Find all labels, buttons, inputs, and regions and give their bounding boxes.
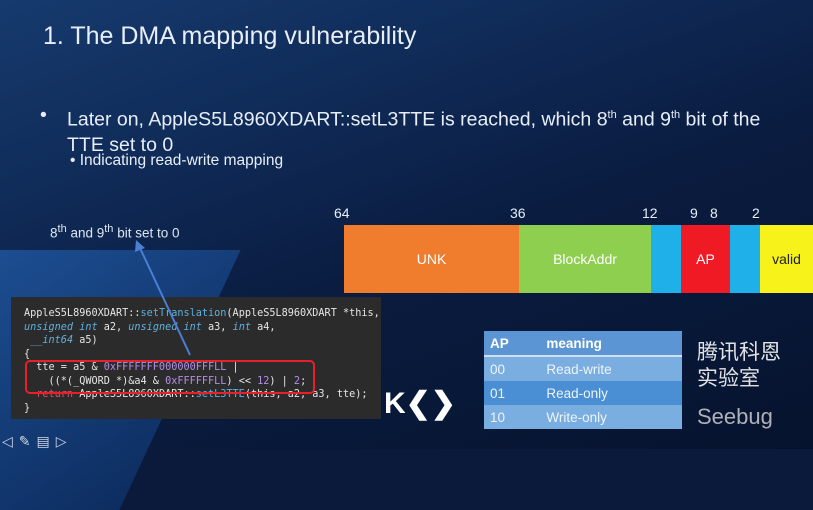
bullet-text: Later on, AppleS5L8960XDART::setL3TTE is… (67, 108, 608, 131)
bit-label: 36 (510, 205, 526, 221)
keen-logo: K❮❯ (384, 387, 456, 420)
annotation-label: 8th and 9th bit set to 0 (50, 223, 179, 241)
segment-valid: valid (760, 225, 813, 293)
next-icon[interactable]: ▷ (55, 433, 67, 449)
watermark: 腾讯科恩实验室 (697, 341, 781, 390)
pen-icon[interactable]: ✎ (18, 433, 31, 449)
sup: th (104, 223, 114, 235)
col-header: meaning (540, 331, 682, 357)
bit-label: 12 (642, 205, 658, 221)
code-snippet: AppleS5L8960XDART::setTranslation(AppleS… (11, 297, 381, 419)
cell: 01 (484, 381, 541, 405)
bit-label: 8 (710, 205, 718, 221)
pointer-arrow (135, 240, 191, 356)
bit-label: 2 (752, 205, 760, 221)
sup: th (57, 223, 67, 235)
sub-bullet-text: Indicating read-write mapping (79, 152, 284, 169)
highlight-box (25, 360, 315, 394)
t: and 9 (66, 225, 105, 241)
slide-title: 1. The DMA mapping vulnerability (43, 22, 417, 50)
bit-label: 64 (334, 205, 350, 221)
cell: Write-only (540, 405, 682, 429)
bullet-text: and 9 (616, 108, 671, 131)
bit-label: 9 (690, 205, 698, 221)
cell: Read-write (540, 356, 682, 381)
prev-icon[interactable]: ◁ (2, 433, 13, 449)
watermark-seebug: Seebug (697, 404, 773, 429)
slide-nav: ◁ ✎ ▤ ▷ (2, 433, 67, 450)
t: 8 (50, 225, 58, 241)
cell: 00 (484, 356, 541, 381)
t: bit set to 0 (113, 225, 180, 241)
notes-icon[interactable]: ▤ (36, 433, 50, 449)
segment-blockaddr: BlockAddr (519, 225, 651, 293)
segment-unk: UNK (344, 225, 519, 293)
segment-blank (730, 225, 760, 293)
segment-blank (651, 225, 681, 293)
bullet-text: bit of the TTE set to 0 (67, 108, 761, 156)
segment-ap: AP (681, 225, 730, 293)
sup: th (670, 109, 681, 121)
sub-bullet: • Indicating read-write mapping (70, 152, 284, 169)
cell: 10 (484, 405, 541, 429)
cell: Read-only (540, 381, 682, 405)
col-header: AP (484, 331, 541, 357)
sup: th (607, 109, 617, 121)
main-bullet: •Later on, AppleS5L8960XDART::setL3TTE i… (40, 104, 761, 156)
